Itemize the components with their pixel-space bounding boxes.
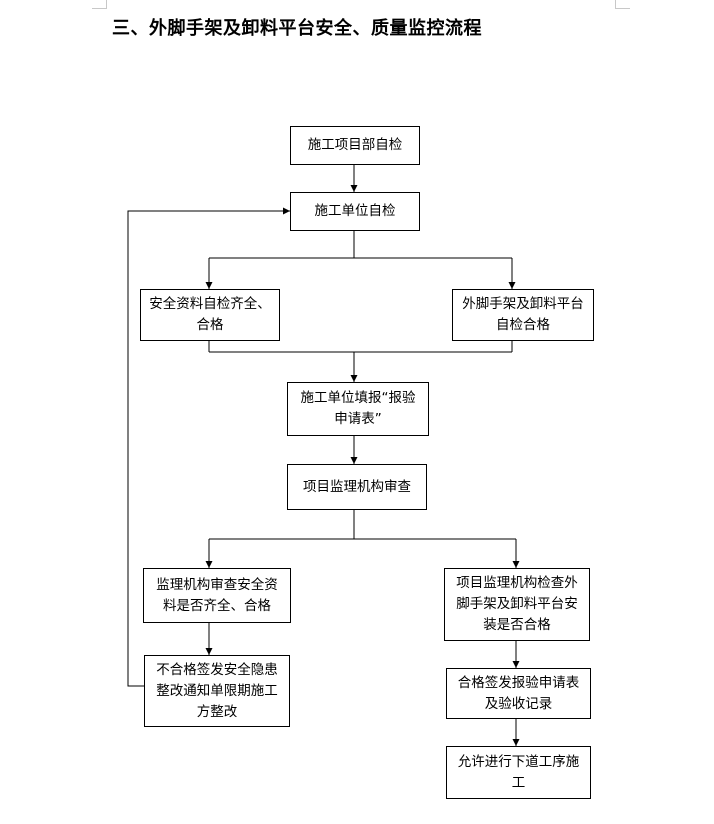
page-corner-mark-right <box>615 0 630 9</box>
node-supervisor-check-safety-docs: 监理机构审查安全资料是否齐全、合格 <box>143 568 291 623</box>
node-safety-docs-self-check: 安全资料自检齐全、合格 <box>140 289 280 341</box>
node-supervisor-check-installation: 项目监理机构检查外脚手架及卸料平台安装是否合格 <box>444 568 590 641</box>
node-contractor-self-check: 施工单位自检 <box>290 192 420 231</box>
node-contractor-dept-self-check: 施工项目部自检 <box>290 126 420 165</box>
node-submit-inspection-form: 施工单位填报“报验申请表” <box>287 382 429 436</box>
page-corner-mark-left <box>92 0 107 9</box>
node-rectification-notice: 不合格签发安全隐患整改通知单限期施工方整改 <box>144 655 290 727</box>
node-scaffold-platform-self-check: 外脚手架及卸料平台自检合格 <box>452 289 594 341</box>
node-proceed-next-process: 允许进行下道工序施工 <box>446 746 591 799</box>
page-title: 三、外脚手架及卸料平台安全、质量监控流程 <box>112 18 482 39</box>
feedback-loop-n9-to-n2 <box>127 207 290 687</box>
node-supervisor-review: 项目监理机构审查 <box>287 464 427 510</box>
node-approve-inspection-record: 合格签发报验申请表及验收记录 <box>446 668 591 719</box>
